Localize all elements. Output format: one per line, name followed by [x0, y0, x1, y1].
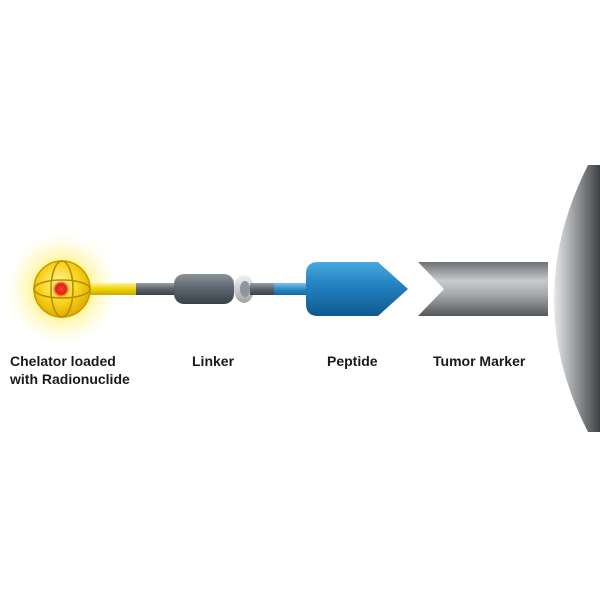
- linker-label: Linker: [192, 353, 235, 369]
- peptide-arrow-icon: [306, 262, 408, 316]
- tumor-marker-receptor-icon: [418, 262, 548, 316]
- chelator-label-line1: Chelator loaded: [10, 353, 116, 369]
- peptide-label: Peptide: [327, 353, 378, 369]
- tumor-marker-label: Tumor Marker: [433, 353, 526, 369]
- tumor-cell: [554, 165, 600, 432]
- chelator-label-line2: with Radionuclide: [10, 371, 130, 387]
- radionuclide-core: [52, 280, 70, 298]
- gray-rod-right: [250, 283, 276, 295]
- gray-rod-left: [136, 283, 180, 295]
- blue-rod: [274, 283, 314, 295]
- yellow-rod: [88, 283, 138, 295]
- chelator-label: Chelator loaded with Radionuclide: [10, 352, 130, 388]
- chelator-sphere-icon: [33, 260, 91, 318]
- linker-icon: [174, 274, 254, 304]
